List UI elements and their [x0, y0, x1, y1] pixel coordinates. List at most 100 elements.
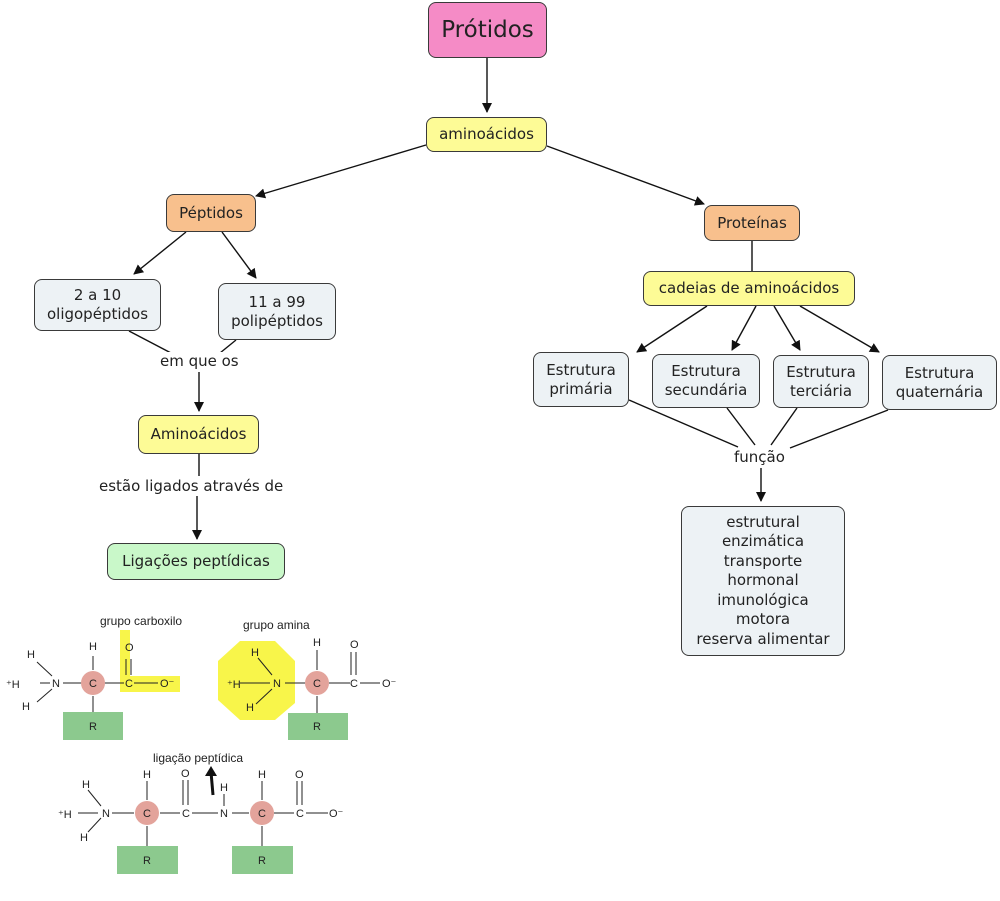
atom-o-minus: O⁻ [382, 678, 397, 690]
atom-o-minus: O⁻ [329, 808, 344, 820]
node-aminoacidos-mid[interactable]: Aminoácidos [138, 415, 259, 454]
node-estrutura-terciaria[interactable]: Estrutura terciária [773, 355, 869, 408]
atom-h: H [258, 769, 266, 781]
atom-o: O [350, 639, 359, 651]
alpha-carbon [305, 671, 329, 695]
arrow-to-estrutura-4 [799, 305, 880, 353]
arrow-to-estrutura-1 [636, 305, 708, 353]
label-grupo-amina: grupo amina [243, 618, 310, 632]
node-cadeias-aminoacidos[interactable]: cadeias de aminoácidos [643, 271, 855, 306]
r-group [117, 846, 178, 874]
estrutura-primaria-line2: primária [549, 379, 613, 398]
link-label-funcao: função [732, 448, 787, 466]
node-estrutura-quaternaria[interactable]: Estrutura quaternária [882, 355, 997, 410]
atom-c: C [296, 808, 304, 820]
arrow-to-estrutura-2 [731, 305, 757, 351]
node-polipeptidos-count: 11 a 99 [248, 292, 306, 311]
estrutura-primaria-line1: Estrutura [546, 360, 616, 379]
node-estrutura-secundaria[interactable]: Estrutura secundária [652, 354, 760, 408]
node-peptidos-label: Péptidos [179, 203, 243, 222]
atom-n: N [273, 678, 281, 690]
arrow-to-oligo [133, 231, 187, 275]
atom-h: H [82, 779, 90, 791]
link-label-estao-ligados: estão ligados através de [97, 477, 286, 495]
node-funcoes[interactable]: estrutural enzimática transporte hormona… [681, 506, 845, 656]
estrutura-terciaria-line1: Estrutura [786, 362, 856, 381]
line-estrutura-4-to-funcao [789, 409, 889, 449]
r-group [63, 712, 123, 740]
line-oligo-to-label [128, 330, 172, 354]
funcao-item: motora [735, 610, 791, 629]
atom-n: N [52, 678, 60, 690]
alpha-carbon [81, 671, 105, 695]
atom-h: H [313, 637, 321, 649]
atom-o: O [295, 769, 304, 781]
atom-hplus: ⁺H [58, 809, 72, 821]
node-ligacoes-peptidicas-label: Ligações peptídicas [122, 552, 270, 570]
funcao-item: imunológica [717, 590, 809, 609]
amine-highlight [218, 641, 295, 720]
atom-r: R [313, 721, 321, 733]
atom-c: C [89, 678, 97, 690]
node-oligopeptidos[interactable]: 2 a 10 oligopéptidos [34, 279, 161, 331]
peptide-bond-illustration: grupo carboxilo ⁺H H H N H C O C O⁻ R gr… [6, 614, 397, 874]
atom-o-minus: O⁻ [160, 678, 175, 690]
atom-h: H [251, 647, 259, 659]
r-group [232, 846, 293, 874]
estrutura-terciaria-line2: terciária [789, 381, 853, 400]
atom-r: R [89, 721, 97, 733]
funcao-item: enzimática [721, 532, 805, 551]
atom-n: N [220, 808, 228, 820]
node-estrutura-primaria[interactable]: Estrutura primária [533, 352, 629, 407]
atom-n: N [102, 808, 110, 820]
peptide-bond-pointer-head [205, 766, 217, 776]
link-label-em-que-os: em que os [158, 352, 241, 370]
arrow-to-proteinas [546, 145, 705, 206]
node-ligacoes-peptidicas[interactable]: Ligações peptídicas [107, 543, 285, 580]
atom-c: C [258, 808, 266, 820]
alpha-carbon [135, 801, 159, 825]
atom-hplus: ⁺H [227, 679, 241, 691]
funcao-item: transporte [723, 551, 803, 570]
carboxyl-highlight [120, 676, 180, 692]
estrutura-secundaria-line2: secundária [664, 381, 748, 399]
node-protidos[interactable]: Prótidos [428, 2, 547, 58]
node-oligopeptidos-label: oligopéptidos [46, 305, 149, 323]
node-aminoacidos-mid-label: Aminoácidos [150, 425, 247, 443]
estrutura-quaternaria-line2: quaternária [895, 382, 984, 401]
arrow-to-poli [221, 231, 257, 279]
r-group [288, 713, 348, 740]
line-poli-to-label [219, 339, 237, 354]
node-aminoacidos-top-label: aminoácidos [439, 125, 534, 143]
alpha-carbon [250, 801, 274, 825]
line-estrutura-2-to-funcao [726, 407, 756, 446]
node-protidos-label: Prótidos [441, 16, 534, 43]
node-oligopeptidos-count: 2 a 10 [73, 286, 122, 304]
atom-c: C [313, 678, 321, 690]
atom-c: C [143, 808, 151, 820]
node-aminoacidos-top[interactable]: aminoácidos [426, 117, 547, 152]
carboxyl-highlight [120, 630, 130, 692]
atom-h: H [22, 701, 30, 713]
node-peptidos[interactable]: Péptidos [166, 194, 256, 232]
atom-c: C [125, 678, 133, 690]
line-estrutura-3-to-funcao [770, 407, 798, 446]
atom-hplus: ⁺H [6, 679, 20, 691]
line-estrutura-1-to-funcao [628, 399, 739, 448]
atom-o: O [181, 768, 190, 780]
node-cadeias-label: cadeias de aminoácidos [658, 279, 840, 297]
node-proteinas[interactable]: Proteínas [704, 205, 800, 241]
label-grupo-carboxilo: grupo carboxilo [100, 614, 182, 628]
atom-h: H [80, 832, 88, 844]
label-ligacao-peptidica: ligação peptídica [153, 751, 243, 765]
atom-h: H [143, 769, 151, 781]
atom-r: R [258, 855, 266, 867]
atom-r: R [143, 855, 151, 867]
atom-o: O [125, 642, 134, 654]
node-polipeptidos[interactable]: 11 a 99 polipéptidos [218, 283, 336, 340]
atom-h: H [220, 782, 228, 794]
estrutura-quaternaria-line1: Estrutura [904, 363, 975, 382]
atom-c: C [182, 808, 190, 820]
funcao-item: hormonal [727, 571, 799, 590]
